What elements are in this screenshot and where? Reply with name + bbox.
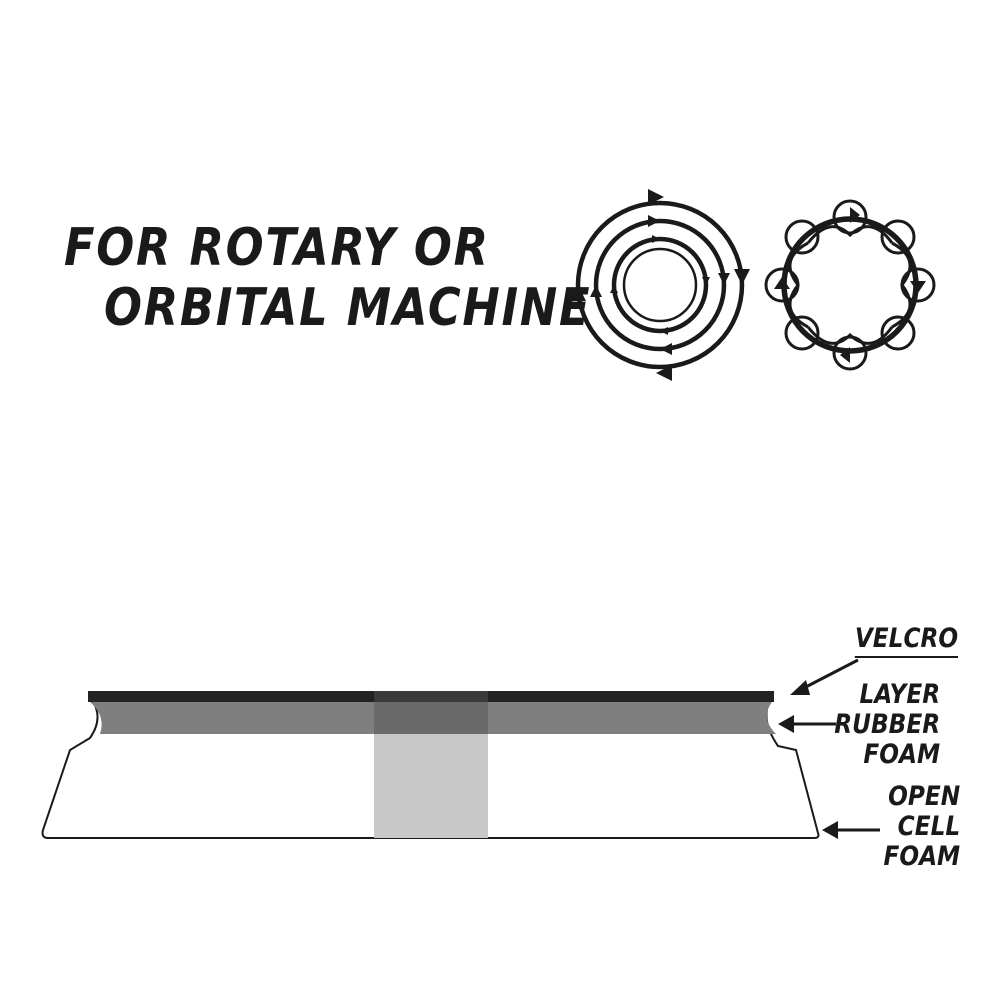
callout-rubber-line-1: LAYER bbox=[859, 679, 940, 710]
callout-rubber-line-2: RUBBER bbox=[834, 709, 940, 740]
center-insert-velcro bbox=[374, 691, 488, 702]
headline-line-2: ORBITAL MACHINE bbox=[104, 278, 592, 338]
orbital-motion-icon bbox=[764, 199, 936, 371]
callout-velcro: VELCRO bbox=[854, 623, 958, 658]
rotary-motion-icon bbox=[570, 189, 750, 381]
headline: FOR ROTARY OR ORBITAL MACHINE bbox=[0, 0, 590, 400]
callout-arrows bbox=[778, 658, 880, 839]
callout-rubber-line-3: FOAM bbox=[863, 739, 940, 770]
callout-foam-line-2: CELL bbox=[897, 811, 960, 842]
center-insert-rubber bbox=[374, 702, 488, 734]
center-insert-foam bbox=[374, 734, 488, 838]
callout-open-cell-foam: OPEN CELL FOAM bbox=[883, 782, 960, 872]
callout-foam-line-1: OPEN bbox=[887, 781, 960, 812]
pad-cross-section bbox=[41, 658, 880, 839]
callout-velcro-line-1: VELCRO bbox=[854, 623, 958, 654]
callout-foam-line-3: FOAM bbox=[883, 841, 960, 872]
headline-line-1: FOR ROTARY OR bbox=[64, 218, 490, 278]
callout-rubber-foam: LAYER RUBBER FOAM bbox=[834, 680, 940, 770]
motion-icons bbox=[570, 189, 936, 381]
